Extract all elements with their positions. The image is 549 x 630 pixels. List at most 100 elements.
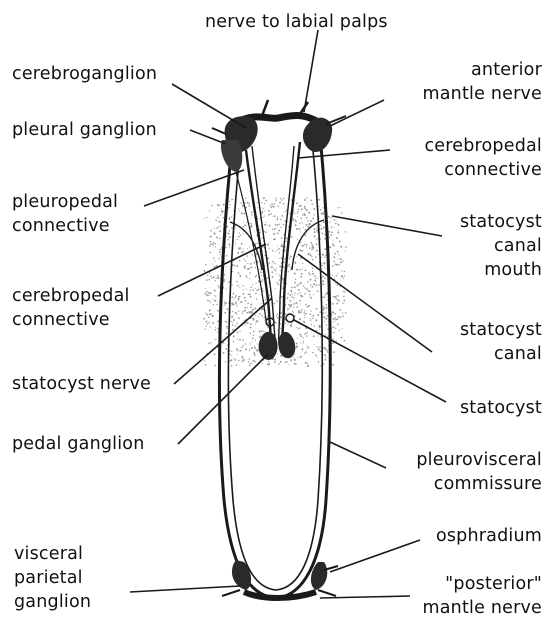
stipple-dot — [337, 259, 338, 260]
label-pleurovisceral-commissure: pleurovisceral commissure — [384, 448, 542, 496]
stipple-dot — [288, 264, 290, 266]
stipple-dot — [302, 341, 303, 342]
stipple-dot — [317, 346, 318, 347]
stipple-dot — [297, 269, 299, 271]
stipple-dot — [233, 319, 234, 320]
stipple-dot — [255, 288, 256, 289]
stipple-dot — [307, 220, 308, 221]
stipple-dot — [238, 360, 239, 361]
stipple-dot — [214, 228, 215, 229]
stipple-dot — [309, 247, 311, 249]
stipple-dot — [223, 343, 224, 344]
stipple-dot — [332, 303, 334, 305]
stipple-dot — [339, 207, 340, 208]
stipple-dot — [250, 327, 252, 329]
stipple-dot — [244, 224, 246, 226]
stipple-dot — [221, 209, 222, 210]
label-cerebropedal-connective-right-line2: connective — [394, 158, 542, 182]
stipple-dot — [327, 352, 328, 353]
stipple-dot — [296, 327, 297, 328]
stipple-dot — [210, 326, 211, 327]
label-visceral-parietal-ganglion-line1: visceral — [14, 542, 91, 566]
stipple-dot — [250, 223, 252, 225]
stipple-dot — [319, 329, 320, 330]
stipple-dot — [301, 273, 302, 274]
stipple-dot — [279, 275, 281, 277]
stipple-dot — [278, 363, 280, 365]
stipple-dot — [329, 237, 330, 238]
stipple-dot — [312, 318, 313, 319]
stipple-dot — [340, 246, 342, 248]
stipple-dot — [214, 243, 216, 245]
stipple-dot — [211, 205, 213, 207]
stipple-dot — [335, 296, 337, 298]
stipple-dot — [324, 257, 325, 258]
stipple-dot — [267, 316, 268, 317]
stipple-dot — [220, 226, 221, 227]
stipple-dot — [215, 339, 216, 340]
stipple-dot — [265, 301, 266, 302]
pedal-ganglion-left — [259, 332, 278, 360]
stipple-dot — [273, 234, 274, 235]
stipple-dot — [210, 276, 211, 277]
stipple-dot — [313, 218, 314, 219]
stipple-dot — [322, 296, 324, 298]
stipple-dot — [301, 295, 303, 297]
stipple-dot — [207, 300, 208, 301]
stipple-dot — [240, 235, 241, 236]
stipple-dot — [204, 293, 206, 295]
stipple-dot — [244, 310, 246, 312]
stipple-dot — [306, 209, 308, 211]
stipple-dot — [322, 312, 324, 314]
stipple-dot — [307, 332, 308, 333]
stipple-dot — [274, 359, 276, 361]
leader-pleurovisceral-commissure — [330, 442, 386, 468]
stipple-dot — [271, 267, 272, 268]
stipple-dot — [304, 312, 306, 314]
pedal-ganglion-right — [278, 332, 295, 358]
stipple-dot — [241, 243, 243, 245]
stipple-dot — [253, 360, 255, 362]
stipple-dot — [323, 227, 325, 229]
stipple-dot — [281, 199, 283, 201]
stipple-dot — [299, 249, 301, 251]
stipple-dot — [208, 279, 209, 280]
stipple-dot — [219, 251, 221, 253]
stipple-dot — [239, 331, 240, 332]
stipple-dot — [323, 316, 325, 318]
stipple-dot — [302, 268, 303, 269]
stipple-dot — [323, 255, 324, 256]
stipple-dot — [311, 204, 312, 205]
stipple-dot — [216, 278, 217, 279]
stipple-dot — [232, 311, 233, 312]
stipple-dot — [310, 254, 312, 256]
stipple-dot — [261, 275, 262, 276]
stipple-dot — [277, 313, 278, 314]
stipple-dot — [306, 246, 307, 247]
stipple-dot — [253, 352, 255, 354]
stipple-dot — [335, 263, 337, 265]
stipple-dot — [231, 350, 232, 351]
stipple-dot — [337, 299, 339, 301]
stipple-dot — [281, 244, 282, 245]
stipple-dot — [314, 235, 316, 237]
label-cerebroganglion: cerebroganglion — [12, 62, 157, 86]
stipple-dot — [289, 213, 290, 214]
stipple-dot — [225, 302, 227, 304]
stipple-dot — [242, 226, 244, 228]
stipple-dot — [235, 301, 237, 303]
stipple-dot — [332, 364, 334, 366]
stipple-dot — [299, 327, 300, 328]
stipple-dot — [256, 283, 257, 284]
stipple-dot — [215, 300, 217, 302]
stipple-dot — [297, 213, 298, 214]
stipple-dot — [229, 201, 230, 202]
stipple-dot — [316, 308, 318, 310]
stipple-dot — [231, 365, 233, 367]
stipple-dot — [265, 222, 266, 223]
stipple-dot — [243, 289, 244, 290]
stipple-dot — [225, 348, 227, 350]
stipple-dot — [324, 238, 326, 240]
label-cerebropedal-connective-right: cerebropedal connective — [394, 134, 542, 182]
stipple-dot — [214, 234, 215, 235]
